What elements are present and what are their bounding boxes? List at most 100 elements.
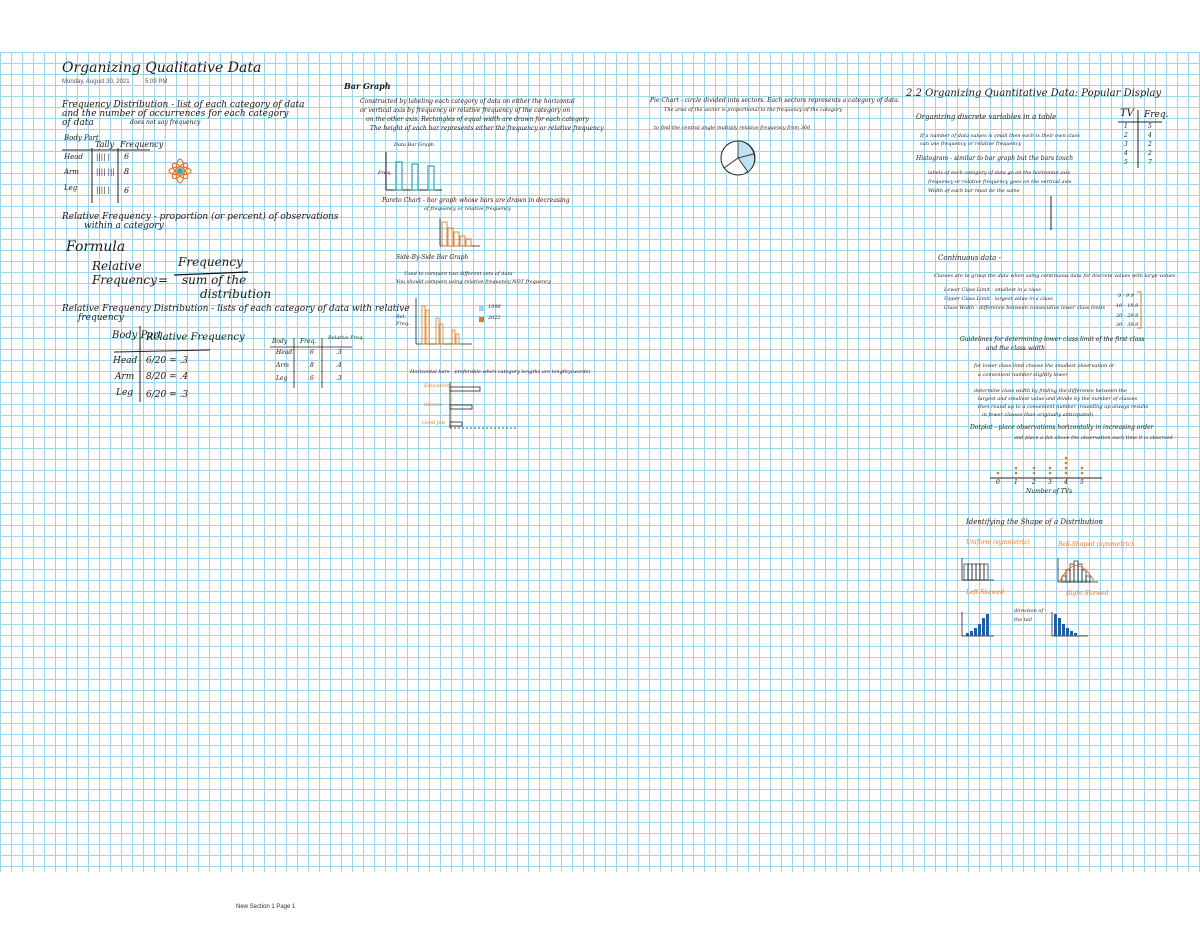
rel-row-part: Leg [116, 388, 134, 398]
legend-label: 1998 [488, 304, 501, 310]
formula-denominator-1: sum of the [182, 273, 247, 287]
formula-lhs-2: Frequency [92, 273, 157, 287]
note-not-freq: does not say frequency [130, 119, 201, 126]
dot-axis-tick: 0 [996, 479, 1000, 486]
tv-cell: 2 [1148, 150, 1152, 157]
tv-cell: 2 [1124, 132, 1128, 139]
class-range: 0 - 9.9 [1118, 293, 1135, 299]
tally-header-part: Body Part [64, 134, 99, 142]
equals-sign: = [158, 273, 169, 287]
svg-text:Freq.: Freq. [395, 321, 410, 327]
graph-paper-grid [0, 52, 1200, 872]
discrete-bullet: can use frequency or relative frequency [920, 141, 1022, 147]
bar-graph-sketch: Freq. [377, 152, 442, 191]
dot-axis-label: Number of TVs [1026, 488, 1073, 495]
class-limit-line: Lower Class Limit - smallest in a class [944, 287, 1041, 293]
pareto-def-1: Pareto Chart - bar graph whose bars are … [382, 197, 570, 204]
tv-table-lines [1118, 110, 1162, 168]
rel-row-part: Arm [115, 372, 135, 382]
formula-lhs-1: Relative [92, 259, 142, 273]
rel-header-freq: Relative Frequency [146, 332, 245, 343]
skew-note: the tail [1014, 617, 1032, 623]
small-table-cell: 8 [310, 362, 314, 369]
tv-table-header: TV [1120, 108, 1134, 119]
left-skew-histogram-sketch [961, 612, 994, 637]
formula-numerator: Frequency [178, 255, 243, 269]
shape-title: Identifying the Shape of a Distribution [966, 518, 1103, 526]
tv-cell: 7 [1148, 159, 1152, 166]
shape-label: Bell-Shaped (symmetric) [1058, 541, 1134, 548]
tv-cell: 2 [1148, 141, 1152, 148]
horizontal-bar-sketch [449, 382, 516, 429]
pie-chart-sketch [720, 140, 756, 176]
tv-cell: 4 [1124, 150, 1128, 157]
svg-text:Rel.: Rel. [395, 314, 406, 320]
shape-label: Uniform (symmetric) [966, 539, 1030, 546]
legend-swatches [479, 306, 484, 322]
uniform-histogram-sketch [961, 558, 994, 581]
small-table-header: Body [272, 338, 288, 345]
rel-row-value: 8/20 = .4 [146, 372, 189, 382]
pareto-sketch [439, 218, 480, 247]
freq-dist-def-2: and the number of occurrences for each c… [62, 109, 289, 119]
side-by-side-title: Side-By-Side Bar Graph [396, 254, 469, 261]
skew-note: direction of [1014, 608, 1044, 614]
right-skew-histogram-sketch [1051, 612, 1088, 637]
pie-chart-def-2: The area of the sector is proportional t… [664, 107, 843, 113]
tally-row-tally: |||| ||| [96, 168, 115, 176]
pie-chart-note: to find the central angle multiply relat… [654, 125, 811, 131]
small-table-cell: 6 [310, 349, 314, 356]
class-range: 20 - 29.9 [1116, 313, 1139, 319]
guideline-bullet: determine class width by finding the dif… [974, 388, 1127, 394]
pareto-def-2: of frequency or relative frequency [424, 206, 511, 212]
rel-freq-def-2: within a category [84, 221, 164, 231]
formula-label: Formula [66, 239, 126, 255]
small-table-cell: Leg [276, 375, 288, 382]
rel-freq-def-1: Relative Frequency - proportion (or perc… [62, 212, 339, 222]
tally-row-tally: |||| | [96, 153, 111, 161]
page-title: Organizing Qualitative Data [62, 60, 262, 76]
small-table-cell: 6 [310, 375, 314, 382]
tv-cell: 4 [1148, 132, 1152, 139]
tv-cell: 5 [1124, 159, 1128, 166]
tv-cell: 5 [1148, 123, 1152, 130]
class-range: 10 - 19.9 [1116, 303, 1139, 309]
legend-label: 2022 [488, 315, 501, 321]
tv-table-header: Freq. [1144, 110, 1169, 120]
fraction-bar [173, 271, 249, 276]
class-range: 30 - 39.9 [1116, 322, 1139, 328]
freq-dist-def-3: of data [62, 118, 94, 128]
guideline-title-1: Guidelines for determining lower class l… [960, 336, 1145, 343]
small-table-lines [270, 338, 352, 388]
tally-table-lines [62, 148, 150, 203]
bar-graph-title: Bar Graph [344, 81, 391, 91]
histogram-def: Histogram - similar to bar graph but the… [916, 155, 1074, 162]
freq-dist-def-1: Frequency Distribution - list of each ca… [62, 100, 305, 110]
guideline-title-2: and the class width [986, 345, 1046, 352]
dot-axis-tick: 2 [1032, 479, 1036, 486]
shape-label: Right-Skewed [1066, 590, 1109, 597]
rel-header-part: Body Part [112, 330, 162, 341]
tally-row-part: Arm [64, 168, 80, 176]
side-by-side-note: Used to compare two different sets of da… [404, 271, 513, 277]
dot-axis-tick: 1 [1014, 479, 1018, 486]
small-table-cell: Head [276, 349, 293, 356]
dot-axis-tick: 4 [1064, 479, 1068, 486]
tv-cell: 1 [1124, 123, 1128, 130]
side-by-side-sketch: Rel. Freq. [395, 298, 472, 345]
page-date: Monday, August 30, 2021 [62, 79, 130, 85]
doodle-flower-icon [168, 158, 192, 184]
rel-dist-def-1: Relative Frequency Distribution - lists … [62, 304, 410, 314]
pie-chart-def-1: Pie Chart - circle divided into sectors.… [650, 97, 900, 104]
horizontal-bars-note: Horizontal bars - preferable when catego… [410, 369, 591, 375]
continuous-title: Continuous data - [938, 254, 1001, 262]
small-table-header: Freq. [300, 338, 317, 345]
small-table-cell: Arm [276, 362, 289, 369]
svg-text:Freq.: Freq. [377, 170, 392, 176]
guideline-bullet: a convenient number slightly lower [978, 372, 1068, 378]
rel-dist-def-2: frequency [78, 313, 124, 323]
formula-denominator-2: distribution [200, 287, 272, 301]
continuous-note: Classes are to group the data when using… [934, 273, 1176, 279]
guideline-bullet: largest and smallest value and divide by… [978, 396, 1138, 402]
bar-graph-line: The height of each bar represents either… [370, 125, 604, 132]
